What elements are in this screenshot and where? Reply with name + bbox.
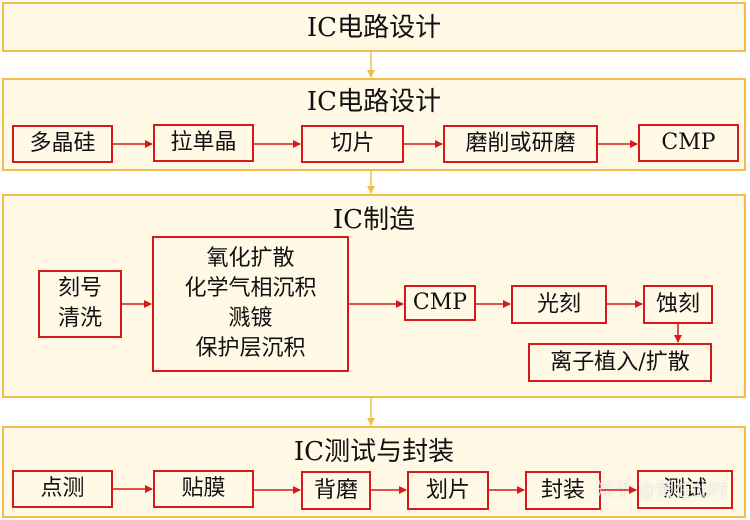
step-crystal-pulling: 拉单晶: [153, 124, 254, 162]
step-dicing: 划片: [407, 471, 489, 510]
step-cmp-design: CMP: [638, 124, 739, 162]
step-probe: 点测: [12, 470, 113, 508]
step-grinding: 磨削或研磨: [443, 125, 598, 163]
oxidation-diffusion-label: 氧化扩散: [206, 246, 295, 271]
passivation-label: 保护层沉积: [195, 336, 306, 361]
step-mark-clean: 刻号 清洗: [38, 270, 122, 338]
step-cmp-fab: CMP: [404, 285, 476, 321]
panel-test-package: IC测试与封装: [2, 426, 746, 518]
panel-top-ic-design: IC电路设计: [2, 2, 746, 52]
step-packaging: 封装: [525, 471, 601, 510]
step-slicing: 切片: [301, 125, 404, 163]
step-lamination: 贴膜: [153, 470, 254, 508]
step-polysilicon: 多晶硅: [12, 125, 113, 163]
panel-design-title: IC电路设计: [306, 87, 442, 117]
panel-test-title: IC测试与封装: [293, 437, 455, 467]
panel-manufacturing-title: IC制造: [332, 205, 416, 235]
watermark: 知乎 @爱在此时: [596, 480, 728, 501]
mark-label: 刻号: [57, 276, 102, 301]
panel-top-title: IC电路设计: [306, 13, 442, 43]
sputtering-label: 溅镀: [228, 306, 273, 331]
step-ion-implant: 离子植入/扩散: [528, 343, 712, 382]
step-deposition-group: 氧化扩散 化学气相沉积 溅镀 保护层沉积: [152, 236, 349, 372]
cvd-label: 化学气相沉积: [184, 276, 317, 301]
step-etching: 蚀刻: [643, 285, 713, 324]
step-back-grind: 背磨: [301, 471, 371, 510]
step-final-test: 测试: [637, 470, 733, 509]
clean-label: 清洗: [57, 306, 102, 331]
step-lithography: 光刻: [511, 285, 607, 324]
